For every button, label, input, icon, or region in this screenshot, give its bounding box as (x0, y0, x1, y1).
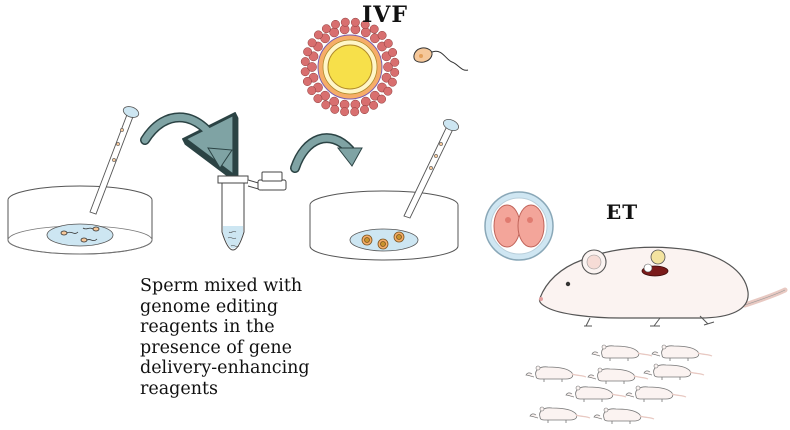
pipette-icon (403, 118, 459, 219)
pipette-icon (89, 106, 140, 215)
two-cell-embryo-icon (484, 191, 554, 261)
description-line: presence of gene (140, 337, 293, 358)
pup-icon (525, 365, 587, 383)
cumulus-cell (377, 30, 387, 40)
pup-icon (593, 407, 655, 425)
cumulus-cell (383, 62, 393, 72)
description-line: genome editing (140, 296, 279, 317)
sperm-icon (60, 226, 100, 243)
description-line: delivery-enhancing (140, 358, 310, 378)
cumulus-cell (321, 24, 331, 34)
fertilized-eggs (361, 231, 405, 250)
cumulus-cell (313, 30, 323, 40)
cumulus-cell (388, 48, 398, 57)
cumulus-cell (369, 24, 379, 34)
oocyte-icon (300, 17, 400, 117)
pup-icon (529, 406, 591, 424)
uterus-icon (641, 249, 669, 277)
cumulus-cell (329, 96, 340, 107)
cumulus-cell (360, 27, 371, 38)
cumulus-cell (377, 94, 387, 104)
cumulus-cell (307, 62, 317, 72)
mouse-icon (538, 246, 788, 327)
cumulus-cell (340, 17, 350, 27)
cumulus-cell (350, 107, 360, 117)
cumulus-cell (321, 100, 331, 110)
cumulus-cell (390, 57, 400, 67)
ivf-label: IVF (362, 2, 408, 28)
description-line: reagents in the (140, 317, 275, 337)
cumulus-cell (300, 57, 310, 67)
cumulus-cell (303, 47, 313, 57)
sperm-icon (413, 47, 469, 71)
sperm-mixing-description: Sperm mixed with genome editing reagents… (140, 276, 370, 399)
cumulus-cell (360, 96, 371, 107)
cumulus-cell (300, 67, 310, 77)
pup-icon (651, 344, 713, 362)
pup-icon (587, 367, 649, 385)
cumulus-cell (307, 86, 317, 96)
pup-icon (643, 363, 705, 381)
cumulus-cell (387, 77, 397, 87)
eppendorf-tube-icon (217, 171, 287, 251)
cumulus-cell (307, 38, 317, 48)
cumulus-cell (383, 86, 393, 96)
description-line: Sperm mixed with (140, 276, 303, 296)
cumulus-cell (331, 19, 340, 29)
cumulus-cell (350, 17, 360, 27)
pup-icon (625, 385, 687, 403)
et-label: ET (606, 200, 639, 224)
cumulus-cell (313, 94, 323, 104)
cumulus-cell (329, 27, 340, 38)
offspring-mice (525, 344, 713, 425)
cumulus-cell (369, 100, 379, 110)
cumulus-cell (383, 38, 393, 48)
cumulus-cell (302, 77, 312, 86)
pup-icon (591, 344, 653, 362)
cumulus-cell (330, 104, 340, 114)
petri-dish-right (309, 190, 459, 261)
curved-arrow-icon (291, 134, 354, 172)
cumulus-cell (390, 67, 400, 77)
cumulus-cell (340, 107, 350, 117)
pup-icon (565, 385, 627, 403)
cumulus-cell (360, 20, 370, 30)
dish-liquid-drop (46, 223, 114, 247)
description-line: reagents (140, 378, 218, 399)
cumulus-cell (360, 105, 369, 115)
petri-dish-left (7, 185, 153, 255)
